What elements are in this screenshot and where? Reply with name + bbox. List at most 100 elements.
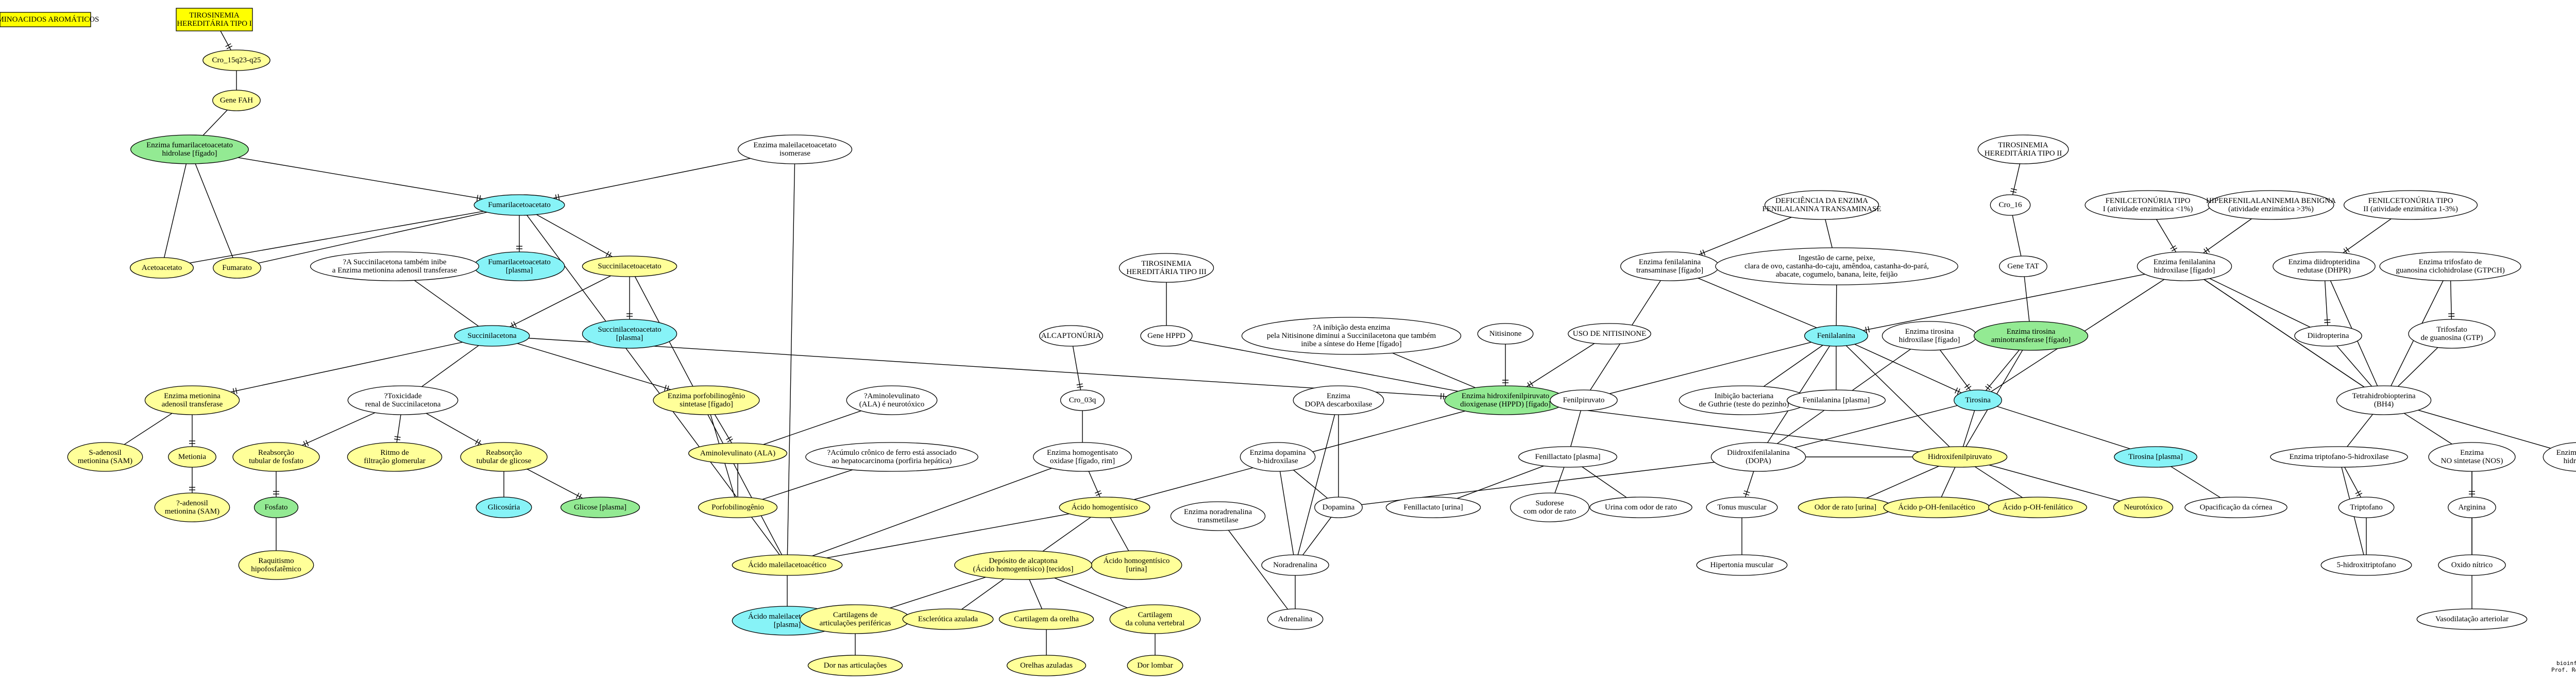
node-label: redutase (DHPR) [2297,266,2351,275]
node-shape [1240,442,1316,472]
node-shape [698,497,778,518]
edge-tee-mark [1957,388,1960,395]
node-label: S-adenosil [89,449,121,457]
edge-line [1559,406,1919,452]
node-shape [67,442,143,472]
node-label: DEFICIÊNCIA DA ENZIMA [1775,196,1868,205]
edge-line [1279,471,1294,555]
node-label: Hipertonia muscular [1710,561,1774,569]
edge-homogent_oxid-to-homogentisico [1088,471,1102,498]
node-label: Noradrenalina [1273,561,1317,569]
node-label: Enzima [2460,449,2484,457]
node-label: Ácido p-OH-fenilático [2003,503,2073,512]
edge-inibicao_nota-to-hppd [1392,352,1476,388]
edge-tee-mark [605,251,609,257]
node-acido_pohlat: Ácido p-OH-fenilático [1988,497,2088,518]
node-shape [168,446,216,468]
edge-line [2344,467,2362,498]
node-label: (Ácido homogentísico) [tecidos] [973,565,1074,573]
edge-tee-mark [1985,386,1991,390]
edge-line [202,109,228,136]
node-shape [1385,497,1481,518]
node-label: HEREDITÁRIA TIPO I [177,19,252,28]
node-label: ?Acúmulo crônico de ferro está associado [827,449,956,457]
node-shape [1510,492,1590,522]
node-label: HIPERFENILALANINEMIA BENIGNA [2206,197,2336,205]
edge-succinilaceto-to-succinilacetona [510,275,612,329]
edge-def_pah-to-ingestao [1825,219,1833,248]
node-fenilalanina: Fenilalanina [1804,325,1869,347]
node-tirosina: Tirosina [1954,389,2002,411]
node-shape [1973,321,2089,351]
edge-bh4-to-nos [2403,413,2452,445]
edge-line [1989,464,2121,502]
node-shape [1589,497,1692,518]
edge-toxicidade-to-reabglicose [426,413,482,446]
node-label: Diidroxifenilalanina [1727,449,1790,457]
edge-pku1-to-fenil_hidrox [2156,219,2178,252]
node-fumarilaceto: Fumarilacetoacetato [473,194,565,216]
node-shape [1039,325,1104,347]
edge-line [1392,352,1476,388]
node-shape [1912,446,2008,468]
edge-succinilacetona-to-porfobsint [517,343,671,392]
edge-tee-mark [557,194,560,200]
edge-reabglicose-to-glicoseplasma [527,469,583,500]
node-label: Ácido maleilacetoacético [748,560,826,569]
node-cart_orelha: Cartilagem da orelha [998,608,1094,630]
node-label: Odor de rato [urina] [1815,503,1876,512]
node-label: Enzima trifosfato de [2419,258,2482,266]
node-fenillactato_urina: Fenillactato [urina] [1385,497,1481,518]
node-shape [213,257,261,279]
node-label: ?Toxicidade [384,392,421,400]
edge-tee-mark [1964,384,1970,388]
edge-line [426,413,482,445]
node-shape [582,256,677,277]
node-label: Fumarilacetoacetato [488,201,551,209]
node-label: aminotransferase [fígado] [1991,336,2071,344]
node-shape [176,8,253,31]
node-label: ?A inibição desta enzima [1313,324,1391,332]
edge-diidroxi-to-tonus [1743,471,1754,498]
node-label: Enzima fenilalanina [2154,258,2216,266]
edge-tirosina_hidrox-to-tirosina [1939,349,1972,391]
node-label: Enzima homogentisato [1047,449,1118,457]
edge-succinilaceto-to-succinilplasma [626,277,633,319]
node-label: Enzima fumarilacetoacetato [146,141,233,149]
node-label: isomerase [779,149,810,158]
node-shape [2379,251,2521,281]
node-shape [846,385,938,415]
edge-nitisinone-to-hppd [1502,344,1509,386]
edge-line [1293,469,1328,499]
node-label: [urina] [1126,565,1147,573]
edge-line [528,337,1447,397]
node-aminoacidos: AMINOACIDOS AROMÁTICOS [0,12,99,27]
node-shape [1977,134,2069,164]
node-fenilpiruvato: Fenilpiruvato [1550,389,1618,411]
node-fumarato: Fumarato [213,257,261,279]
node-label: abacate, cogumelo, banana, leite, feijão [1776,270,1898,279]
node-label: transaminase [fígado] [1636,266,1703,275]
edge-tee-mark [1077,386,1083,388]
node-genehppd: Gene HPPD [1140,325,1193,347]
node-shape [1127,655,1183,676]
node-label: Aminolevulinato (ALA) [700,449,775,457]
edge-tee-mark [727,438,733,442]
edge-tee-mark [306,440,309,446]
node-dopamina: Dopamina [1314,497,1363,518]
node-label: Enzima dopamina [1250,449,1306,457]
edge-hidroxifenil-to-acido_phidroxi [1941,467,1956,498]
node-label: Diidropterina [2308,332,2349,340]
edge-dopamina-to-noradrenalina [1302,517,1332,555]
node-shape [2270,446,2408,468]
node-label: Succinilacetoacetato [598,326,661,334]
edge-metadenosil-to-sadenosil [124,413,173,445]
node-label: Oxido nítrico [2451,561,2493,569]
